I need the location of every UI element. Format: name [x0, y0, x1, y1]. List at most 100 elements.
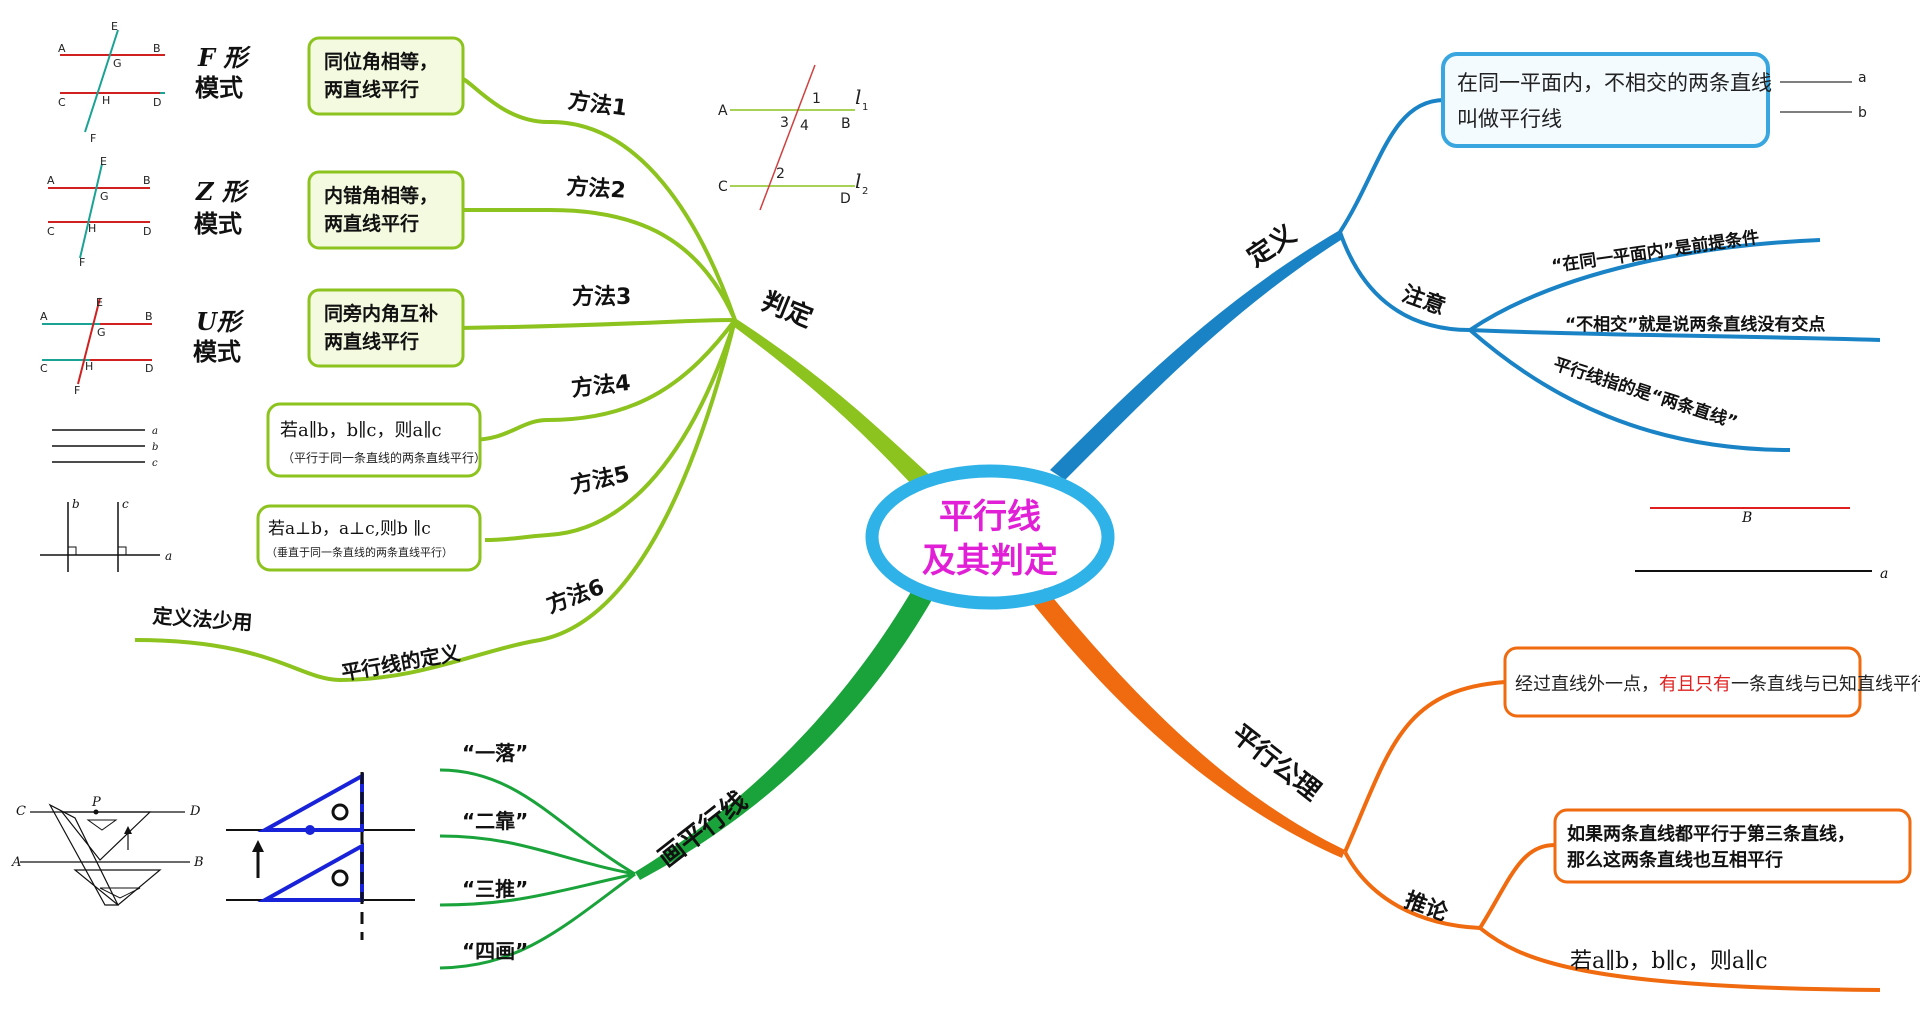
svg-text:a: a	[1858, 70, 1867, 86]
pattern-labels: F 形 模式 Z 形 模式 U形 模式	[193, 43, 251, 366]
svg-text:l: l	[855, 169, 861, 193]
svg-text:模式: 模式	[193, 338, 241, 366]
center-title-line1: 平行线	[939, 497, 1041, 537]
svg-text:F: F	[79, 256, 85, 269]
note-3: 平行线指的是“两条直线”	[1551, 354, 1740, 433]
svg-text:G: G	[113, 57, 122, 70]
center-title-line2: 及其判定	[922, 541, 1058, 581]
svg-text:H: H	[102, 94, 110, 107]
svg-text:D: D	[153, 96, 161, 109]
svg-text:D: D	[840, 191, 851, 207]
branch-dingyi	[1338, 98, 1881, 452]
branch-hua	[439, 768, 636, 970]
svg-text:a: a	[1880, 566, 1888, 582]
svg-text:若a⊥b，a⊥c,则b ∥c: 若a⊥b，a⊥c,则b ∥c	[268, 519, 431, 539]
svg-text:（平行于同一条直线的两条直线平行）: （平行于同一条直线的两条直线平行）	[282, 450, 486, 465]
corollary-label: 推论	[1401, 887, 1452, 927]
set-square-figure: C P D A B	[11, 795, 204, 906]
svg-text:模式: 模式	[194, 210, 242, 238]
corollary-formula: 若a∥b，b∥c，则a∥c	[1570, 949, 1768, 974]
method-4-label: 方法4	[570, 370, 632, 402]
axiom-box: 经过直线外一点，有且只有一条直线与已知直线平行	[1503, 646, 1920, 718]
svg-text:B: B	[143, 174, 151, 187]
svg-text:A: A	[718, 103, 728, 119]
svg-text:A: A	[47, 174, 55, 187]
note-1: “在同一平面内”是前提条件	[1550, 227, 1760, 277]
hua-step-3: “三推”	[462, 877, 528, 901]
svg-text:Z 形: Z 形	[195, 177, 250, 206]
method-1-box: 同位角相等， 两直线平行	[307, 36, 465, 116]
svg-text:E: E	[96, 296, 103, 309]
branch-gongli-trunk	[1030, 588, 1345, 858]
svg-text:D: D	[145, 362, 153, 375]
svg-text:F: F	[90, 132, 96, 145]
method-6-note: 定义法少用	[152, 604, 253, 635]
method-2-label: 方法2	[566, 174, 627, 204]
svg-text:D: D	[143, 225, 151, 238]
method-3-box: 同旁内角互补 两直线平行	[307, 288, 465, 368]
hua-label: 画平行线	[652, 785, 753, 873]
svg-text:c: c	[152, 458, 158, 469]
svg-text:4: 4	[800, 118, 809, 134]
method-3-label: 方法3	[572, 284, 631, 310]
point-line-figure: B a	[1635, 507, 1888, 582]
method-2-box: 内错角相等， 两直线平行	[307, 170, 465, 250]
svg-text:E: E	[100, 155, 107, 168]
svg-text:D: D	[189, 804, 201, 819]
svg-text:C: C	[47, 225, 55, 238]
svg-text:经过直线外一点，有且只有一条直线与已知直线平行: 经过直线外一点，有且只有一条直线与已知直线平行	[1515, 674, 1920, 695]
svg-text:b: b	[152, 442, 158, 453]
svg-text:2: 2	[862, 186, 868, 197]
svg-text:B: B	[193, 855, 204, 870]
svg-text:两直线平行: 两直线平行	[324, 330, 419, 353]
svg-text:l: l	[855, 85, 861, 109]
svg-text:E: E	[111, 20, 118, 33]
svg-text:1: 1	[812, 91, 821, 107]
method-4-box: 若a∥b，b∥c，则a∥c （平行于同一条直线的两条直线平行）	[266, 402, 486, 478]
angle-figure: A B C D 1 3 4 2 l 1 l 2	[718, 64, 868, 211]
svg-text:F: F	[74, 384, 80, 397]
method-5-label: 方法5	[568, 461, 631, 499]
svg-text:若a∥b，b∥c，则a∥c: 若a∥b，b∥c，则a∥c	[280, 420, 442, 441]
svg-text:同位角相等，: 同位角相等，	[324, 50, 438, 73]
svg-text:B: B	[145, 310, 153, 323]
svg-text:a: a	[165, 549, 172, 563]
svg-text:3: 3	[780, 115, 789, 131]
svg-text:A: A	[40, 310, 48, 323]
branch-gongli	[1343, 680, 1881, 992]
svg-text:b: b	[1858, 105, 1867, 121]
hua-step-2: “二靠”	[462, 809, 528, 833]
svg-text:1: 1	[862, 102, 868, 113]
svg-text:内错角相等，: 内错角相等，	[324, 184, 438, 207]
perpendicular-figure: b c a	[40, 497, 172, 572]
svg-text:P: P	[91, 795, 101, 810]
z-pattern-figure: A B C D E F G H	[47, 155, 151, 269]
svg-text:（垂直于同一条直线的两条直线平行）: （垂直于同一条直线的两条直线平行）	[266, 545, 453, 559]
svg-text:C: C	[40, 362, 48, 375]
branch-panding-trunk	[733, 318, 935, 488]
svg-text:那么这两条直线也互相平行: 那么这两条直线也互相平行	[1567, 849, 1783, 871]
hua-step-4: “四画”	[462, 939, 528, 963]
svg-text:G: G	[97, 326, 106, 339]
branch-panding	[134, 76, 737, 683]
svg-text:同旁内角互补: 同旁内角互补	[324, 302, 438, 325]
branch-dingyi-trunk	[1050, 230, 1344, 480]
u-pattern-figure: A B C D E F G H	[40, 296, 153, 397]
method-5-box: 若a⊥b，a⊥c,则b ∥c （垂直于同一条直线的两条直线平行）	[256, 504, 482, 572]
definition-figure: a b	[1780, 70, 1867, 121]
svg-text:C: C	[58, 96, 66, 109]
parallel-lines-figure: a b c	[52, 426, 158, 469]
svg-text:2: 2	[776, 166, 785, 182]
svg-text:模式: 模式	[195, 74, 243, 102]
note-2: “不相交”就是说两条直线没有交点	[1565, 314, 1825, 335]
corollary-box: 如果两条直线都平行于第三条直线， 那么这两条直线也互相平行	[1553, 808, 1912, 884]
definition-box: 在同一平面内，不相交的两条直线 叫做平行线	[1441, 52, 1772, 148]
branch-hua-trunk	[635, 585, 933, 880]
svg-text:两直线平行: 两直线平行	[324, 212, 419, 235]
svg-text:B: B	[841, 116, 851, 132]
hua-step-1: “一落”	[462, 741, 528, 765]
f-pattern-figure: A B C D E F G H	[58, 20, 165, 145]
svg-text:A: A	[58, 42, 66, 55]
triangle-ruler-figure	[226, 772, 415, 940]
